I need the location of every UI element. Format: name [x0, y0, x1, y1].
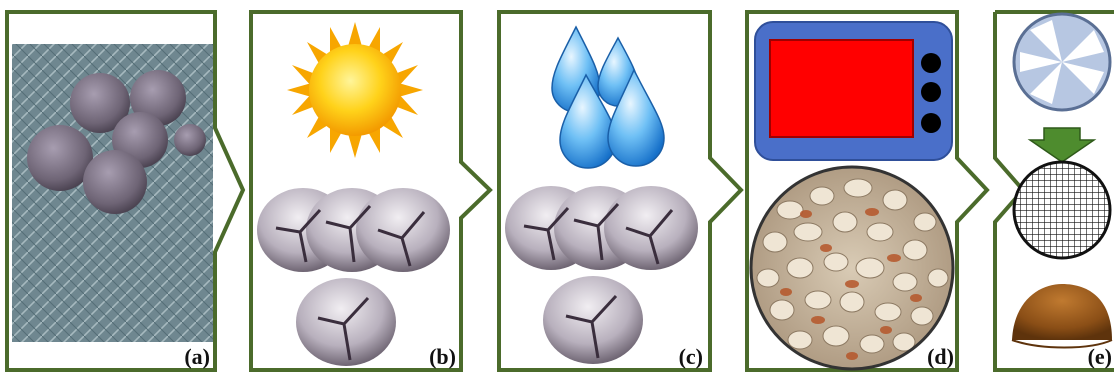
powder-pile-icon	[1012, 284, 1112, 348]
cypress-branch-photo	[12, 44, 213, 342]
panel-d: (d)	[747, 12, 987, 370]
panel-b-label: (b)	[429, 344, 456, 369]
soaked-cones	[505, 186, 698, 364]
panel-c-label: (c)	[679, 344, 703, 369]
panel-d-label: (d)	[927, 344, 954, 369]
sliced-cones-photo	[751, 167, 953, 369]
panel-a: (a)	[7, 12, 243, 370]
oven-icon	[755, 22, 952, 160]
dry-cone-icon	[257, 188, 450, 366]
panel-b: (b)	[251, 12, 490, 370]
panel-a-label: (a)	[184, 344, 210, 369]
panel-e: (e)	[995, 12, 1114, 370]
panel-e-label: (e)	[1088, 344, 1112, 369]
sun-icon	[287, 22, 423, 158]
down-arrow-icon	[1030, 128, 1094, 162]
water-drops-icon	[552, 27, 664, 168]
grinder-icon	[1014, 14, 1110, 110]
panel-c: (c)	[499, 12, 741, 370]
sieve-icon	[1014, 162, 1110, 258]
